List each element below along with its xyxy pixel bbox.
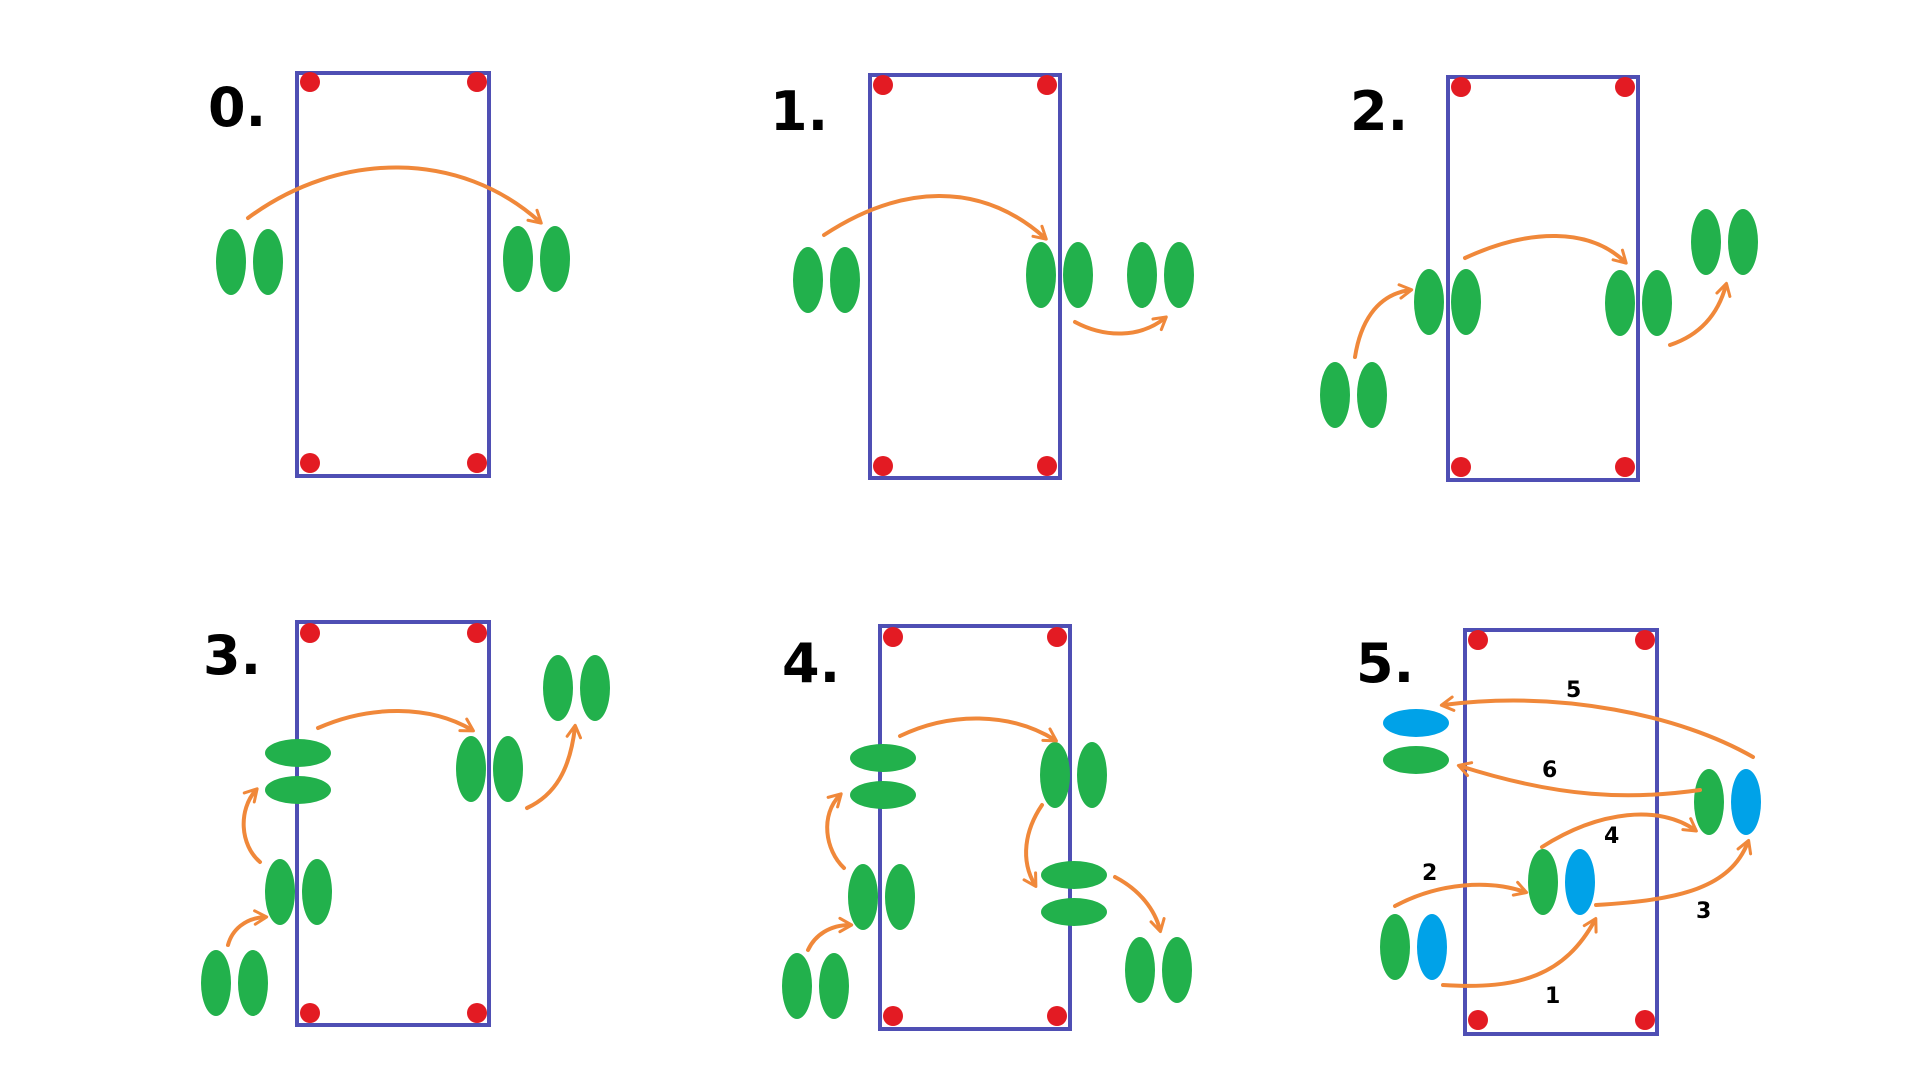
player-pair [543, 655, 610, 721]
player-pair [1125, 937, 1192, 1003]
panel-3: 3. [201, 620, 610, 1027]
corner-markers [1468, 630, 1655, 1030]
panel-1: 1. [770, 73, 1194, 480]
movement-arrow [1353, 283, 1414, 359]
player-pair [1414, 269, 1481, 335]
step-label-4: 4 [1604, 824, 1619, 849]
movement-arrow [241, 787, 262, 864]
field-rectangle [1463, 628, 1659, 1036]
step-label-3: 3 [1696, 899, 1711, 924]
player-pair [503, 226, 570, 292]
step-label-2: 2 [1422, 861, 1437, 886]
panel-4: 4. [782, 624, 1192, 1031]
field-rectangle [295, 620, 491, 1027]
panel-title: 3. [203, 624, 261, 687]
player-pair [848, 864, 915, 930]
player-pair-horizontal [265, 739, 331, 804]
corner-markers [300, 623, 487, 1023]
panel-2: 2. [1320, 75, 1758, 482]
panel-title: 1. [770, 80, 828, 143]
player-pair [1320, 362, 1387, 428]
field-rectangle [1446, 75, 1640, 482]
panel-title: 2. [1350, 80, 1408, 143]
player-pair-horizontal [850, 744, 916, 809]
player-pair [1127, 242, 1194, 308]
step-label-6: 6 [1542, 758, 1557, 783]
corner-markers [1451, 77, 1635, 477]
player-pair-highlighted [1528, 849, 1595, 915]
corner-markers [873, 75, 1057, 476]
player-pair-highlighted [1694, 769, 1761, 835]
player-pair-horizontal-highlighted [1383, 709, 1449, 774]
corner-markers [300, 72, 487, 473]
movement-arrow [316, 709, 475, 733]
panel-title: 4. [782, 632, 840, 695]
player-pair [782, 953, 849, 1019]
field-rectangle [295, 71, 491, 478]
player-pair [1605, 270, 1672, 336]
movement-arrow-6 [1456, 761, 1702, 798]
movement-arrow-4 [1540, 812, 1698, 849]
panel-5: 5. 1 2 [1356, 628, 1761, 1036]
panel-title: 0. [208, 76, 266, 139]
step-label-1: 1 [1545, 984, 1560, 1009]
field-rectangle [878, 624, 1072, 1031]
movement-arrow [825, 792, 846, 870]
movement-arrow-3 [1594, 838, 1753, 907]
movement-arrow [898, 716, 1058, 743]
movement-arrow [1668, 281, 1732, 347]
player-pair [265, 859, 332, 925]
player-pair-horizontal [1041, 861, 1107, 926]
movement-arrow-1 [1441, 917, 1598, 988]
movement-arrow [525, 723, 583, 810]
panel-title: 5. [1356, 632, 1414, 695]
step-label-5: 5 [1566, 678, 1581, 703]
player-pair [1040, 742, 1107, 808]
player-pair [1026, 242, 1093, 308]
movement-arrow [1073, 315, 1168, 336]
movement-arrow [1463, 234, 1628, 265]
movement-arrow-5 [1439, 695, 1755, 759]
field-rectangle [868, 73, 1062, 480]
movement-arrow [1113, 875, 1166, 934]
panel-0: 0. [208, 71, 570, 478]
player-pair [793, 247, 860, 313]
player-pair [201, 950, 268, 1016]
corner-markers [883, 627, 1067, 1026]
movement-arrow [246, 165, 543, 225]
movement-arrow [226, 909, 269, 947]
player-pair [1691, 209, 1758, 275]
player-pair-highlighted [1380, 914, 1447, 980]
movement-arrow [1022, 803, 1044, 888]
player-pair [456, 736, 523, 802]
movement-arrow-2 [1393, 880, 1529, 908]
movement-arrow [806, 916, 854, 952]
step-labels: 1 2 3 4 5 6 [1422, 678, 1711, 1009]
movement-arrow [822, 194, 1048, 241]
player-pair [216, 229, 283, 295]
